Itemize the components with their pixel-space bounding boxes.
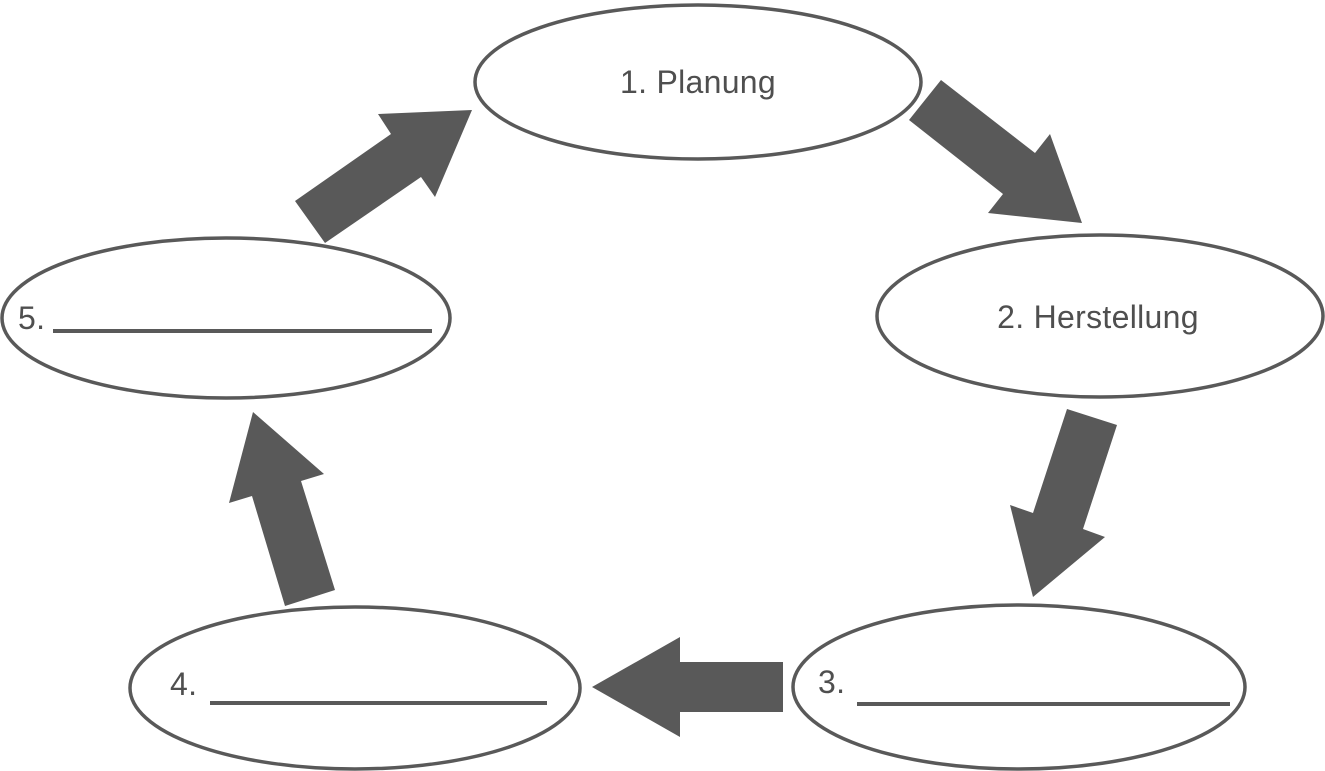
node-3-label: 3.	[818, 664, 845, 700]
arrow-3-to-4-icon	[592, 637, 783, 737]
node-2-herstellung: 2. Herstellung	[875, 233, 1325, 399]
node-1-ellipse	[473, 3, 923, 161]
node-4-ellipse	[128, 605, 582, 771]
node-1-planung: 1. Planung	[473, 3, 923, 161]
node-2-label: 2. Herstellung	[997, 299, 1199, 335]
arrow-2-to-3-icon	[1010, 409, 1117, 597]
arrow-1-to-2-icon	[909, 80, 1082, 223]
arrow-5-to-1-icon	[295, 110, 472, 243]
node-3-ellipse	[791, 603, 1247, 771]
node-5-label: 5.	[18, 300, 45, 336]
node-2-ellipse	[875, 233, 1325, 399]
arrow-4-to-5-icon	[229, 412, 335, 606]
node-1-label: 1. Planung	[620, 64, 776, 100]
node-3-blank: 3.	[791, 603, 1247, 771]
node-4-label: 4.	[170, 666, 197, 702]
node-5-ellipse	[0, 236, 452, 400]
node-4-blank: 4.	[128, 605, 582, 771]
node-5-blank: 5.	[0, 236, 452, 400]
